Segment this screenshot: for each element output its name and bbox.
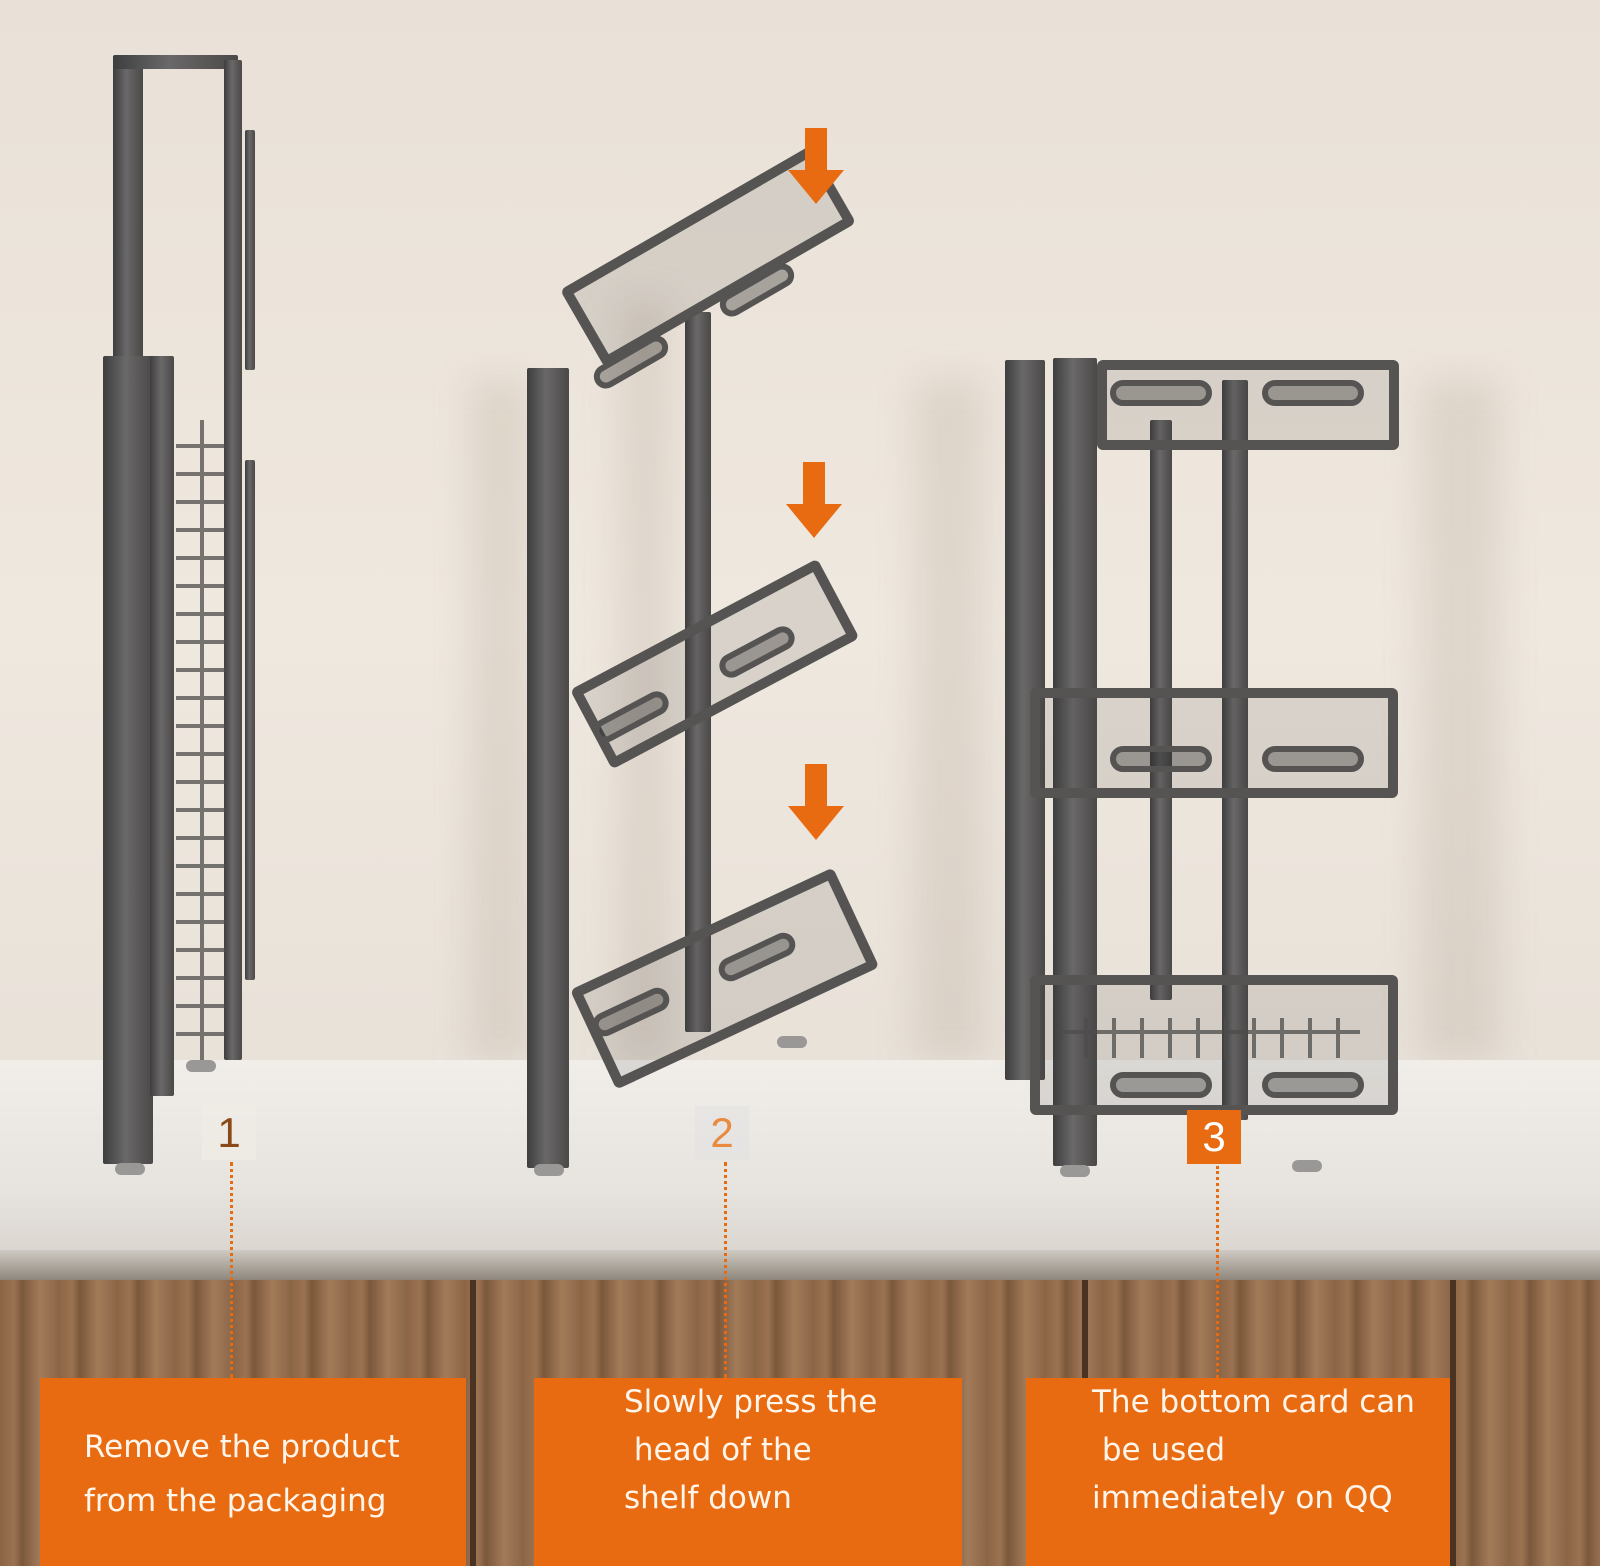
- rack-shelf-middle: [1030, 688, 1398, 798]
- caption-line: Slowly press the: [624, 1384, 878, 1420]
- arrow-down-icon: [788, 128, 844, 204]
- rack-frame-rail: [113, 55, 238, 69]
- arrow-down-icon: [788, 764, 844, 840]
- step-caption-card-1: Remove the product from the packaging: [40, 1378, 466, 1566]
- rack-assembled: [1005, 358, 1399, 1177]
- rack-foot: [1060, 1165, 1090, 1177]
- countertop-edge: [0, 1250, 1600, 1280]
- rack-shelf-slot: [1262, 746, 1364, 772]
- rack-foot: [1292, 1160, 1322, 1172]
- rack-foot: [115, 1163, 145, 1175]
- rack-foot: [186, 1060, 216, 1072]
- rack-shelf-slot: [1110, 380, 1212, 406]
- step-number-2: 2: [695, 1106, 749, 1160]
- caption-line: Remove the product: [84, 1429, 400, 1465]
- step-caption-card-3: The bottom card can be used immediately …: [1026, 1378, 1450, 1566]
- step-connector-line: [724, 1162, 727, 1378]
- rack-frame-post: [245, 460, 255, 980]
- step-connector-line: [230, 1162, 233, 1378]
- caption-line: immediately on QQ: [1092, 1480, 1393, 1516]
- rack-foot: [534, 1164, 564, 1176]
- rack-unfolding: [0, 0, 880, 1180]
- wall-shadow: [915, 380, 985, 1060]
- step-caption-card-2: Slowly press the head of the shelf down: [534, 1378, 962, 1566]
- rack-basket-mesh: [176, 420, 226, 1060]
- rack-foot: [777, 1036, 807, 1048]
- wall-shadow: [1420, 380, 1500, 1060]
- caption-line: head of the: [624, 1432, 812, 1468]
- wall-shadow: [470, 380, 530, 1060]
- caption-line: be used: [1092, 1432, 1226, 1468]
- step-connector-line: [1216, 1166, 1219, 1378]
- rack-basket-mesh: [1060, 1018, 1360, 1058]
- cabinet-door-gap: [470, 1280, 476, 1566]
- rack-frame-post: [1150, 420, 1172, 1000]
- rack-shelf-slot: [1262, 1072, 1364, 1098]
- rack-folded: [0, 0, 300, 1180]
- rack-shelf-slot: [1262, 380, 1364, 406]
- step-number-3: 3: [1187, 1110, 1241, 1164]
- rack-frame-post: [1222, 380, 1248, 1120]
- cabinet-door-gap: [1450, 1280, 1456, 1566]
- rack-frame-post: [527, 368, 569, 1168]
- caption-line: shelf down: [624, 1480, 792, 1516]
- caption-line: from the packaging: [84, 1483, 387, 1519]
- rack-frame-post: [245, 130, 255, 370]
- wall-shadow: [620, 300, 670, 1060]
- rack-frame-post: [103, 356, 153, 1164]
- rack-shelf-slot: [1110, 746, 1212, 772]
- arrow-down-icon: [786, 462, 842, 538]
- step-number-1: 1: [202, 1106, 256, 1160]
- rack-shelf-slot: [1110, 1072, 1212, 1098]
- rack-frame-post: [685, 312, 711, 1032]
- rack-frame-post: [224, 60, 242, 1060]
- rack-frame-post: [113, 58, 143, 358]
- rack-frame-post: [150, 356, 174, 1096]
- caption-line: The bottom card can: [1092, 1384, 1415, 1420]
